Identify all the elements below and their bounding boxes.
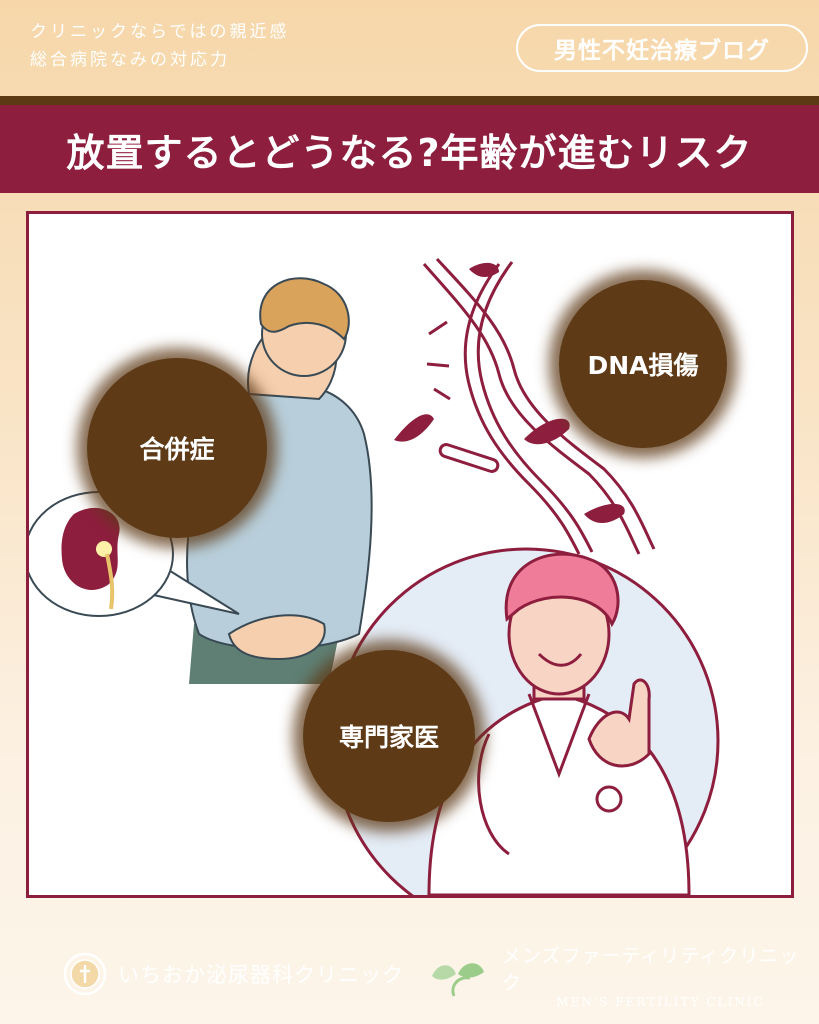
illustration-panel: 合併症 DNA損傷 専門家医 [26, 211, 794, 898]
bubble-dna-damage: DNA損傷 [559, 280, 727, 448]
tagline-line-1: クリニックならではの親近感 [30, 22, 290, 42]
clinic-2-name-jp: メンズファーティリティクリニック [501, 945, 800, 994]
clinic-1-name: いちおか泌尿器科クリニック [118, 963, 404, 987]
doctor-illustration [427, 552, 691, 895]
page-title: 放置するとどうなる?年齢が進むリスク [0, 105, 819, 193]
dna-rung-5 [438, 443, 500, 473]
footer-clinic-1[interactable]: いちおか泌尿器科クリニック [62, 950, 404, 998]
footer-clinic-2[interactable]: メンズファーティリティクリニック MEN'S FERTILITY CLINIC [424, 945, 819, 1009]
bubble-specialist: 専門家医 [303, 650, 475, 822]
bubble-complication: 合併症 [87, 358, 267, 538]
clinic-emblem-icon [63, 952, 107, 996]
tagline: クリニックならではの親近感 総合病院なみの対応力 [30, 18, 290, 74]
header-divider [0, 96, 819, 105]
clinic-2-name-en: MEN'S FERTILITY CLINIC [556, 995, 765, 1009]
dna-rung-1 [394, 414, 434, 442]
leaf-logo-icon [431, 963, 484, 997]
tagline-line-2: 総合病院なみの対応力 [30, 50, 230, 70]
blog-badge[interactable]: 男性不妊治療ブログ [516, 24, 808, 72]
dna-rung-3 [584, 503, 625, 523]
dna-rung-4 [469, 262, 499, 278]
dna-rung-2 [524, 418, 570, 445]
